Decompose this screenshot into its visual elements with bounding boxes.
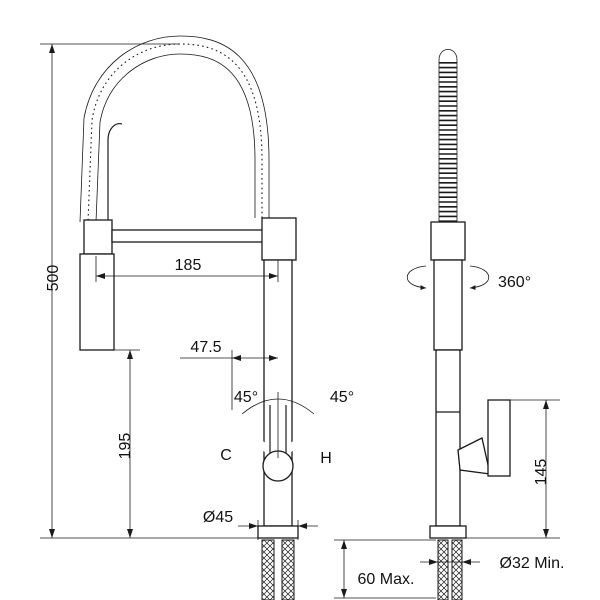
front-view: 500 185 195 47.5	[40, 35, 354, 600]
angle-left-label: 45°	[234, 389, 258, 406]
cold-label: C	[220, 447, 232, 464]
spring-coil	[79, 35, 270, 223]
rotation-label: 360°	[498, 274, 531, 291]
deck-thickness-label: 60 Max.	[358, 571, 415, 588]
dimension-angles: 45° 45° C H	[220, 389, 354, 467]
dimension-handle-height: 145	[430, 399, 560, 539]
supply-hose-right	[281, 539, 295, 600]
dimension-base-diameter: Ø45	[203, 509, 318, 540]
dimension-reach: 185	[95, 256, 279, 282]
hole-diameter-label: Ø32 Min.	[500, 555, 565, 572]
dimension-hole-diameter: Ø32 Min.	[420, 546, 564, 572]
dimension-base-to-spout: 195	[114, 349, 140, 538]
side-column-lower	[435, 349, 461, 527]
side-column-upper	[433, 259, 463, 351]
column-collar	[261, 217, 297, 261]
side-base	[429, 525, 467, 539]
faucet-base	[257, 525, 299, 539]
base-diameter-label: Ø45	[203, 509, 233, 526]
side-lever	[487, 399, 511, 477]
total-height-label: 500	[45, 265, 62, 292]
side-supply-hose-right	[451, 539, 463, 600]
rotation-arrows: 360°	[406, 265, 531, 291]
spout-arm	[111, 229, 265, 243]
dimension-total-height: 500	[40, 43, 258, 539]
angle-right-label: 45°	[330, 389, 354, 406]
supply-hose-left	[261, 539, 275, 600]
spray-hose	[107, 123, 123, 222]
side-collar	[430, 221, 466, 261]
side-view: 360° 145 60 Max. Ø32 Min.	[334, 49, 564, 600]
hot-label: H	[320, 450, 332, 467]
dimension-handle-offset: 47.5	[180, 339, 278, 410]
handle-height-label: 145	[533, 459, 550, 486]
side-supply-hose-left	[437, 539, 449, 600]
base-to-spout-label: 195	[117, 433, 134, 460]
spray-head	[79, 253, 115, 351]
reach-label: 185	[175, 257, 202, 274]
spray-holder	[83, 219, 113, 255]
handle-offset-label: 47.5	[190, 339, 221, 356]
side-lever-neck	[457, 437, 491, 475]
dimension-deck-thickness: 60 Max.	[334, 539, 436, 599]
